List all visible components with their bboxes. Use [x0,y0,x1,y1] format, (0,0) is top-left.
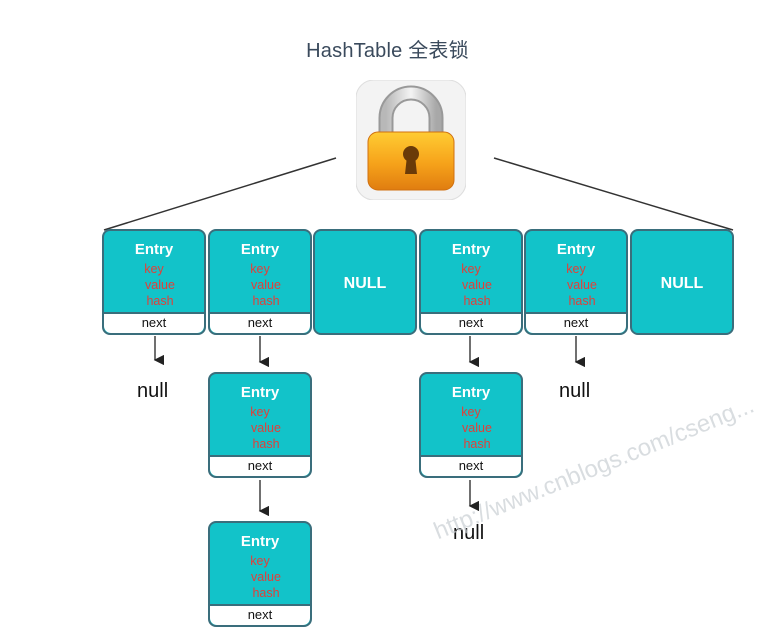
null-terminator: null [559,380,591,402]
null-terminator: null [137,380,169,402]
next-pointer: next [210,604,310,625]
hash-field: hash [252,437,280,451]
hash-field: hash [463,294,491,308]
hash-field: hash [568,294,596,308]
entry-label: Entry [240,533,280,550]
entry-cell: Entry key value hash next [208,521,312,627]
null-bucket-label: NULL [343,275,387,292]
entry-cell: Entry key value hash next [419,372,523,478]
null-bucket: NULL [630,229,734,335]
next-pointer: next [104,312,204,333]
lock-line-right [493,157,734,231]
null-terminator: null [453,522,485,544]
entry-label: Entry [240,241,280,258]
value-field: value [251,570,281,584]
value-field: value [567,278,597,292]
entry-cell: Entry key value hash next [419,229,523,335]
value-field: value [251,278,281,292]
hash-field: hash [252,294,280,308]
entry-label: Entry [556,241,596,258]
hash-field: hash [146,294,174,308]
key-field: key [250,262,270,276]
value-field: value [462,278,492,292]
entry-label: Entry [451,384,491,401]
null-bucket: NULL [313,229,417,335]
key-field: key [144,262,164,276]
hash-field: hash [463,437,491,451]
diagram-title: HashTable 全表锁 [306,40,469,62]
entry-cell: Entry key value hash next [524,229,628,335]
next-pointer: next [210,455,310,476]
key-field: key [566,262,586,276]
key-field: key [250,554,270,568]
entry-cell: Entry key value hash next [102,229,206,335]
key-field: key [250,405,270,419]
entry-label: Entry [240,384,280,401]
key-field: key [461,405,481,419]
next-pointer: next [210,312,310,333]
value-field: value [462,421,492,435]
entry-cell: Entry key value hash next [208,229,312,335]
value-field: value [251,421,281,435]
lock-line-left [103,157,337,231]
key-field: key [461,262,481,276]
next-pointer: next [421,455,521,476]
padlock-icon [356,80,466,200]
entry-label: Entry [134,241,174,258]
hash-field: hash [252,586,280,600]
value-field: value [145,278,175,292]
next-pointer: next [526,312,626,333]
entry-label: Entry [451,241,491,258]
entry-cell: Entry key value hash next [208,372,312,478]
null-bucket-label: NULL [660,275,704,292]
next-pointer: next [421,312,521,333]
